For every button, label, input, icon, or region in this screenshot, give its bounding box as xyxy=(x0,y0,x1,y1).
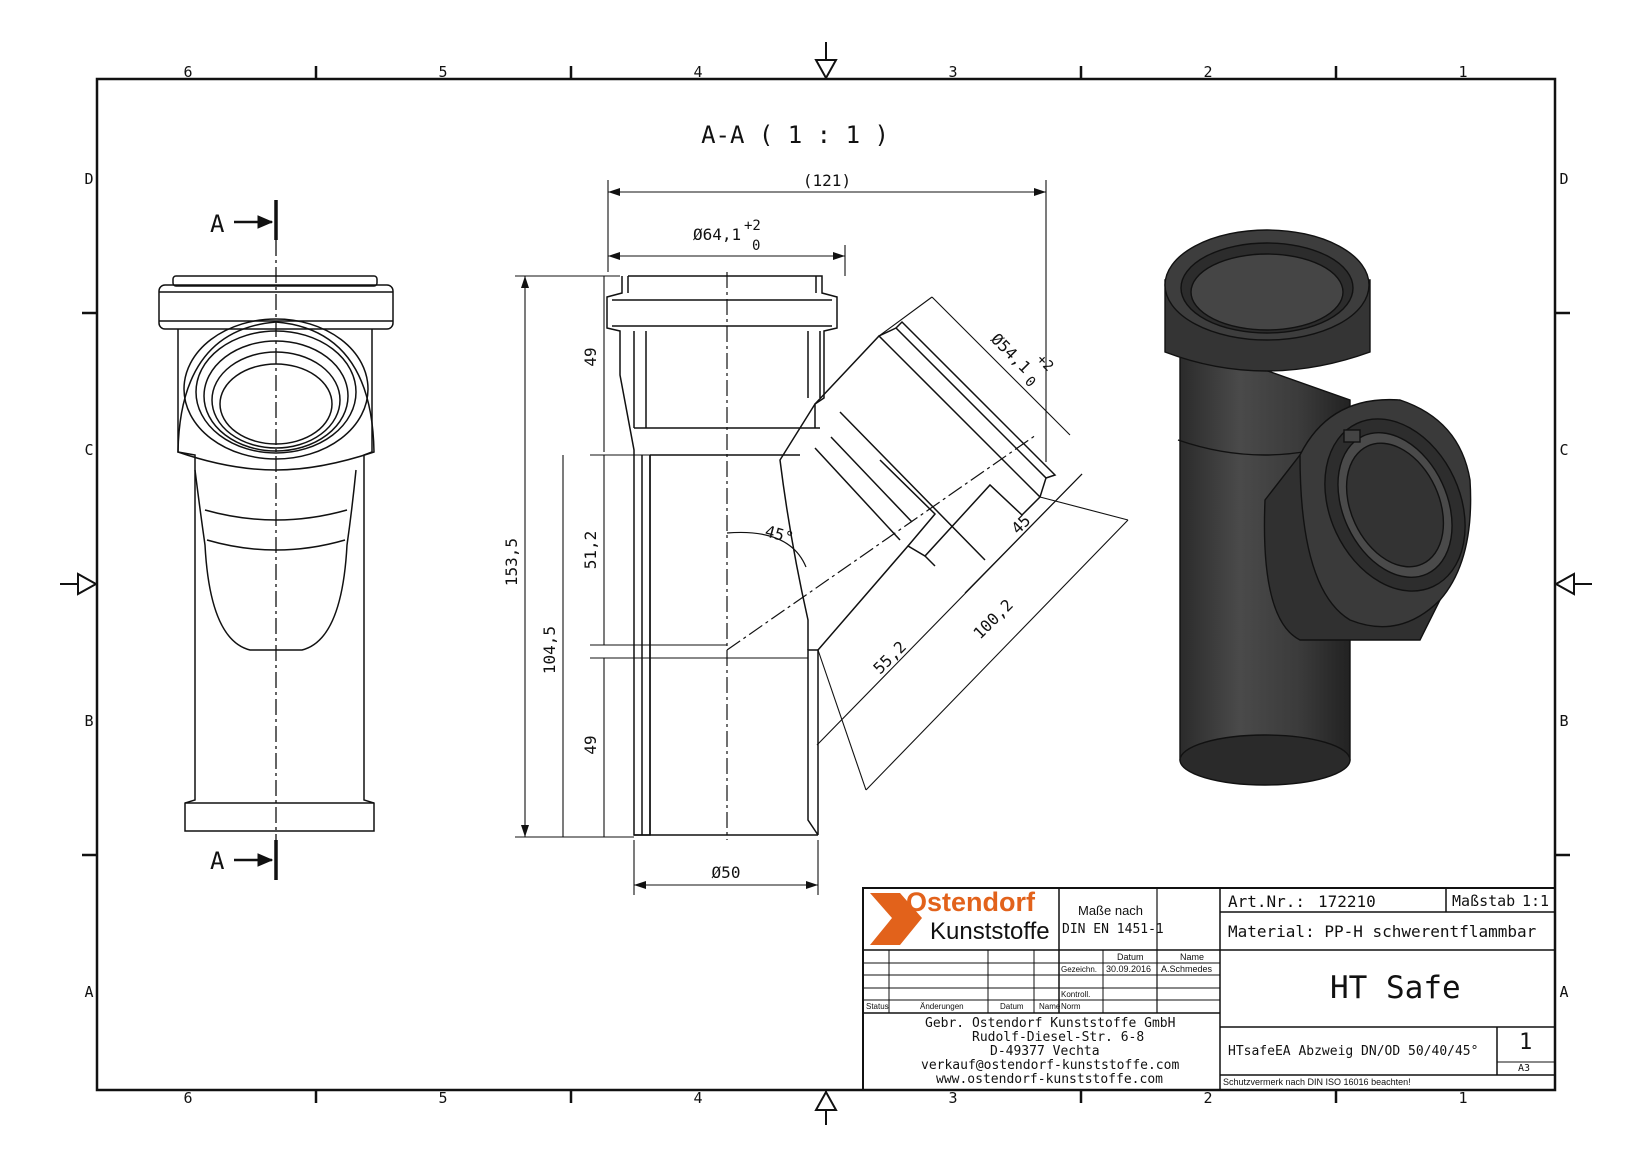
dim-angle: 45° xyxy=(763,522,796,548)
col-datum: Datum xyxy=(1117,952,1144,962)
dim-height-total: 153,5 xyxy=(502,538,521,586)
title-block-grid xyxy=(862,887,1556,1091)
row-label-left: A xyxy=(84,983,93,1001)
dimension-lines xyxy=(515,180,1129,895)
dim-width-total: (121) xyxy=(803,171,851,190)
dim-tol-branch-plus: +2 xyxy=(1033,352,1056,375)
row-label-left: B xyxy=(84,712,93,730)
dim-socket-top: 49 xyxy=(581,347,600,366)
dim-branch-socket: 45 xyxy=(1007,511,1034,538)
logo-text-bottom: Kunststoffe xyxy=(930,918,1050,945)
col-label-top: 4 xyxy=(693,63,702,81)
center-lines xyxy=(726,272,1037,840)
dim-pipe-diameter: Ø50 xyxy=(712,863,741,882)
company-line-4: verkauf@ostendorf-kunststoffe.com xyxy=(921,1058,1180,1073)
rev-aenderungen: Änderungen xyxy=(920,1002,964,1011)
product-render xyxy=(1164,229,1472,786)
dim-tol-main-plus: +2 xyxy=(744,218,761,234)
dim-mid-length: 51,2 xyxy=(581,531,600,570)
col-label-top: 3 xyxy=(948,63,957,81)
dim-socket-bottom: 49 xyxy=(581,735,600,754)
art-number: 172210 xyxy=(1318,892,1376,911)
row-norm: Norm xyxy=(1061,1002,1081,1011)
col-label-top: 6 xyxy=(183,63,192,81)
angle-arc xyxy=(726,531,807,568)
row-kontroll: Kontroll. xyxy=(1061,990,1091,999)
dim-socket-branch: Ø54,1 xyxy=(987,329,1034,376)
company-line-3: D-49377 Vechta xyxy=(990,1044,1100,1059)
row-label-right: D xyxy=(1559,170,1568,188)
company-line-5: www.ostendorf-kunststoffe.com xyxy=(936,1072,1163,1087)
dim-socket-main: Ø64,1 xyxy=(693,225,741,244)
product-description: HTsafeEA Abzweig DN/OD 50/40/45° xyxy=(1228,1044,1479,1059)
rev-name: Name xyxy=(1039,1002,1061,1011)
section-marker-bottom: A xyxy=(210,847,225,875)
material: Material: PP-H schwerentflammbar xyxy=(1228,922,1537,941)
rev-status: Status xyxy=(866,1002,889,1011)
sheet-format: A3 xyxy=(1518,1063,1531,1074)
col-label-bottom: 1 xyxy=(1458,1089,1467,1107)
section-marker-top: A xyxy=(210,210,225,238)
sheet-number: 1 xyxy=(1519,1030,1533,1055)
art-label: Art.Nr.: xyxy=(1228,892,1306,911)
row-gezeichn: Gezeichn. xyxy=(1061,965,1098,974)
dim-tol-main-zero: 0 xyxy=(752,238,760,254)
gezeichn-name: A.Schmedes xyxy=(1161,964,1213,974)
scale-label: Maßstab xyxy=(1452,892,1516,910)
col-label-top: 5 xyxy=(438,63,447,81)
col-label-bottom: 2 xyxy=(1203,1089,1212,1107)
zone-labels: 6 5 4 3 2 1 6 5 4 3 2 1 D C B A D C B A xyxy=(84,63,1568,1107)
product-name: HT Safe xyxy=(1330,970,1461,1006)
dim-branch-total: 100,2 xyxy=(969,595,1016,642)
col-label-top: 1 xyxy=(1458,63,1467,81)
rev-datum: Datum xyxy=(1000,1002,1024,1011)
standard-line-2: DIN EN 1451-1 xyxy=(1062,922,1164,937)
row-label-right: B xyxy=(1559,712,1568,730)
row-label-right: A xyxy=(1559,983,1568,1001)
dim-lower-height: 104,5 xyxy=(540,626,559,674)
section-title: A-A ( 1 : 1 ) xyxy=(701,121,889,149)
centering-marks xyxy=(60,42,1592,1125)
dim-arrows xyxy=(521,188,1046,889)
section-line xyxy=(234,200,278,880)
row-label-left: D xyxy=(84,170,93,188)
standard-line-1: Maße nach xyxy=(1078,903,1144,918)
scale-value: 1:1 xyxy=(1522,892,1550,910)
zone-ticks xyxy=(82,66,1570,1103)
col-name: Name xyxy=(1180,952,1205,962)
col-label-bottom: 6 xyxy=(183,1089,192,1107)
section-view xyxy=(606,275,1057,836)
row-label-right: C xyxy=(1559,441,1568,459)
protection-note: Schutzvermerk nach DIN ISO 16016 beachte… xyxy=(1223,1077,1411,1087)
logo-text-top: Ostendorf xyxy=(906,887,1036,917)
col-label-bottom: 3 xyxy=(948,1089,957,1107)
company-line-2: Rudolf-Diesel-Str. 6-8 xyxy=(972,1030,1145,1045)
col-label-top: 2 xyxy=(1203,63,1212,81)
company-logo xyxy=(870,893,922,945)
gezeichn-datum: 30.09.2016 xyxy=(1106,964,1152,974)
col-label-bottom: 4 xyxy=(693,1089,702,1107)
row-label-left: C xyxy=(84,441,93,459)
dim-branch-mid: 55,2 xyxy=(869,637,910,678)
col-label-bottom: 5 xyxy=(438,1089,447,1107)
company-line-1: Gebr. Ostendorf Kunststoffe GmbH xyxy=(925,1016,1176,1031)
